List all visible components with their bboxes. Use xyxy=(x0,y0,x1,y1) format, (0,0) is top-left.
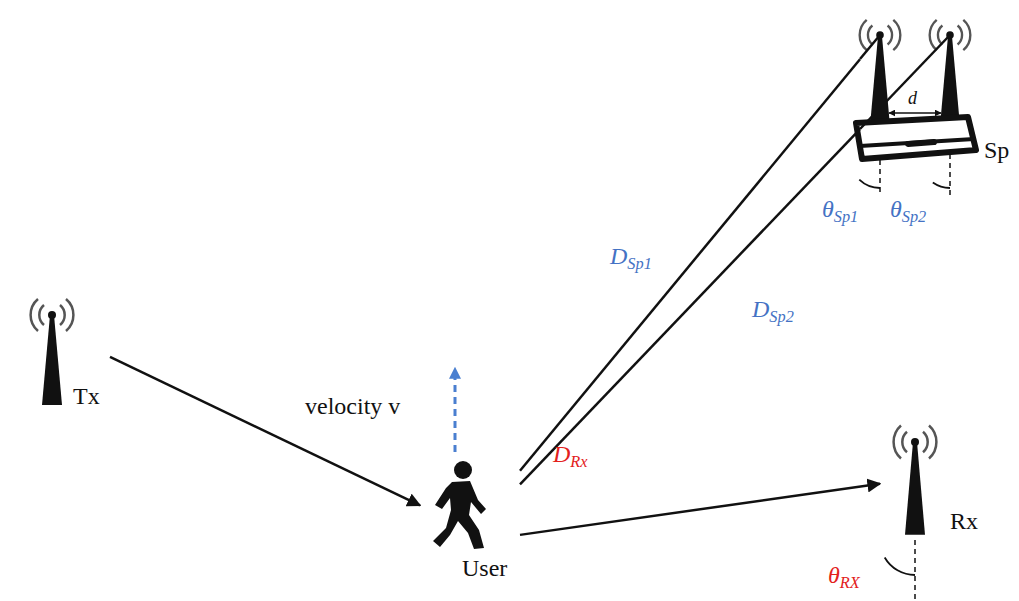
angle-arc xyxy=(933,183,950,188)
distance-line xyxy=(520,59,860,471)
signal-arrow xyxy=(520,484,880,535)
signal-arrow xyxy=(110,357,420,506)
distance-label: DSp1 xyxy=(610,243,652,273)
node-label: Sp xyxy=(984,137,1009,163)
angle-label: θRX xyxy=(828,562,860,592)
subscript-part: Sp1 xyxy=(627,254,651,273)
splitter-node: Sp xyxy=(860,10,1015,200)
symbol-part: θ xyxy=(828,562,840,588)
subscript-part: Rx xyxy=(570,452,587,471)
symbol-part: θ xyxy=(890,196,902,222)
subscript-part: Sp2 xyxy=(902,207,926,226)
node-label: Tx xyxy=(73,383,100,409)
subscript-part: RX xyxy=(840,573,860,592)
symbol-part: D xyxy=(553,441,570,467)
antenna-icon xyxy=(860,20,901,121)
velocity-label: velocity v xyxy=(305,393,400,419)
router-slot xyxy=(905,139,937,147)
distance-line xyxy=(860,35,880,59)
angle-label: θSp1 xyxy=(822,196,858,226)
user-node: User xyxy=(420,455,520,590)
receiver-node: Rx xyxy=(880,420,1005,545)
angle-arc xyxy=(885,558,915,576)
separation-label: d xyxy=(908,89,917,109)
angle-arc xyxy=(859,180,880,188)
angle-label: θSp2 xyxy=(890,196,926,226)
reference-line xyxy=(949,154,951,196)
distance-line xyxy=(860,35,950,129)
node-label: User xyxy=(462,555,507,581)
reference-line xyxy=(879,160,881,196)
antenna-icon xyxy=(894,426,937,535)
symbol-part: θ xyxy=(822,196,834,222)
velocity-arrow xyxy=(454,368,457,452)
router-body xyxy=(856,117,976,159)
symbol-part: D xyxy=(752,296,769,322)
reference-line xyxy=(914,540,916,600)
distance-label: DRx xyxy=(553,441,588,471)
separation-arrow xyxy=(889,112,941,114)
subscript-part: Sp1 xyxy=(834,207,858,226)
user-figure xyxy=(433,461,486,549)
transmitter-node: Tx xyxy=(15,280,110,415)
symbol-part: D xyxy=(610,243,627,269)
distance-line xyxy=(520,129,860,484)
subscript-part: Sp2 xyxy=(769,307,793,326)
antenna-icon xyxy=(930,20,971,121)
antenna-icon xyxy=(31,299,74,405)
distance-label: DSp2 xyxy=(752,296,794,326)
node-label: Rx xyxy=(950,508,978,534)
